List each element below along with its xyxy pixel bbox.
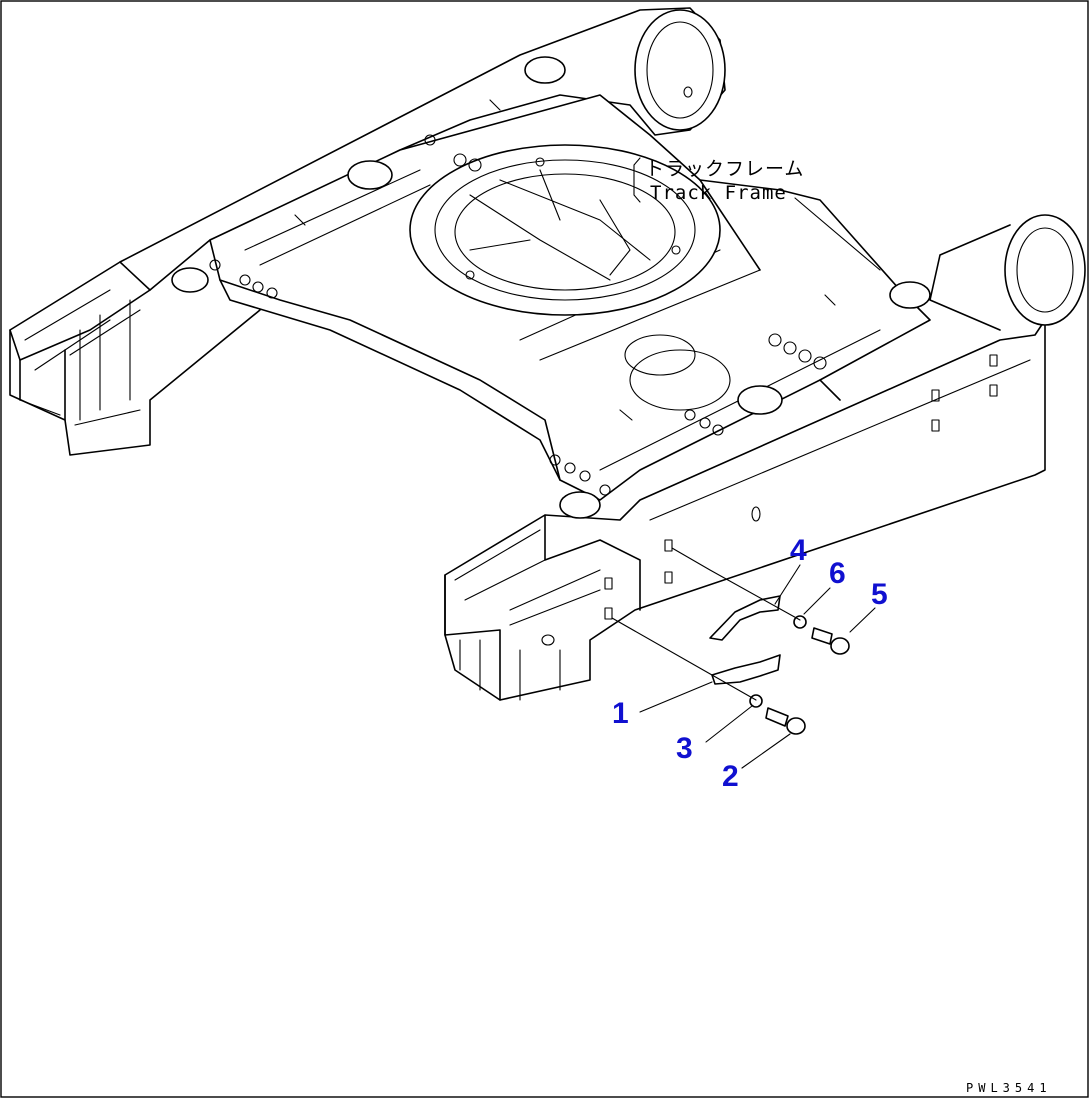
callout-4: 4 — [790, 534, 807, 567]
leader-6 — [803, 587, 831, 615]
part-6-washer — [793, 615, 807, 629]
drawing-code: PWL3541 — [966, 1081, 1052, 1095]
callout-3: 3 — [676, 732, 693, 765]
callout-1: 1 — [612, 697, 629, 730]
explode-line-upper — [671, 547, 801, 621]
assembly-label-en: Track Frame — [650, 182, 787, 204]
label-bracket-left — [633, 157, 641, 203]
exploded-parts — [611, 157, 881, 769]
leader-3 — [705, 705, 753, 743]
leader-5 — [849, 607, 876, 633]
part-2-bolt — [765, 707, 806, 735]
callout-2: 2 — [722, 760, 739, 793]
part-3-washer — [749, 694, 763, 708]
leader-2 — [741, 733, 791, 769]
part-5-bolt — [811, 627, 850, 655]
callout-5: 5 — [871, 578, 888, 611]
leader-1 — [639, 681, 713, 713]
callout-6: 6 — [829, 557, 846, 590]
assembly-label-jp: トラックフレーム — [645, 158, 804, 180]
track-frame-illustration — [9, 7, 1086, 701]
leader-4 — [774, 564, 801, 605]
part-1-bracket — [711, 654, 781, 685]
leader-track-frame — [794, 197, 881, 271]
part-4-bracket — [709, 595, 781, 641]
explode-line-lower — [611, 617, 757, 701]
